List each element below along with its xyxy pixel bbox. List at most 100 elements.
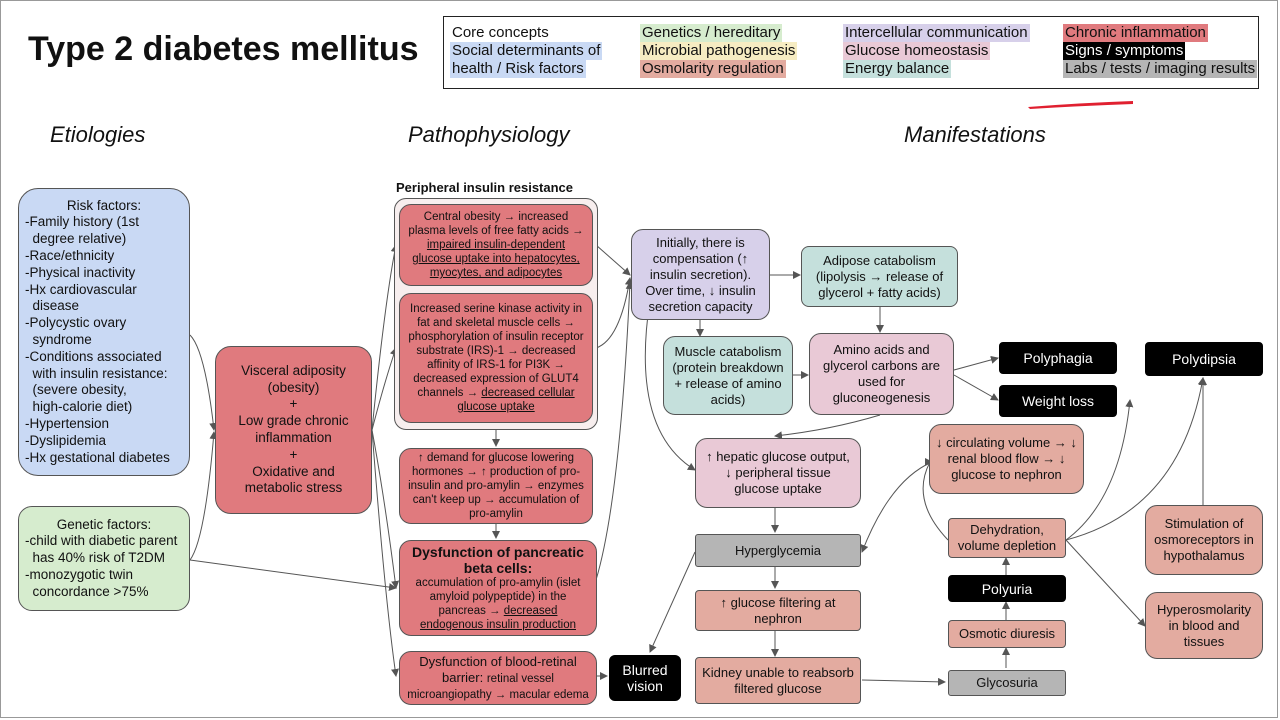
hyperglycemia-box: Hyperglycemia: [695, 534, 861, 567]
list-item: high-calorie diet): [25, 399, 133, 415]
serine-kinase-box: Increased serine kinase activity in fat …: [399, 293, 593, 423]
beta-cell-title: Dysfunction of pancreatic beta cells:: [412, 544, 584, 576]
glucose-filtering-box: ↑ glucose filtering at nephron: [695, 590, 861, 631]
legend-genetics: Genetics / hereditary: [640, 24, 783, 42]
polyphagia-box: Polyphagia: [999, 342, 1117, 374]
serine-kinase-underline: decreased cellular glucose uptake: [457, 387, 575, 413]
visceral-line5: Oxidative and: [252, 463, 335, 479]
legend-social-line1: Social determinants of: [450, 42, 603, 60]
list-item: degree relative): [25, 231, 127, 247]
genetic-factors-title: Genetic factors:: [56, 516, 152, 532]
osmotic-diuresis-box: Osmotic diuresis: [948, 620, 1066, 648]
column-heading-manifestations: Manifestations: [904, 122, 1046, 147]
hyperglycemia-label: Hyperglycemia: [735, 542, 821, 558]
central-obesity-text: Central obesity → increased plasma level…: [408, 211, 584, 237]
retinal-title: Dysfunction of blood-retinal barrier:: [419, 654, 577, 685]
genetic-factors-box: Genetic factors: -child with diabetic pa…: [18, 506, 190, 611]
adipose-catabolism-box: Adipose catabolism (lipolysis → release …: [801, 246, 958, 307]
muscle-catabolism-box: Muscle catabolism (protein breakdown + r…: [663, 336, 793, 415]
genetic-factors-list: -child with diabetic parent has 40% risk…: [25, 533, 183, 600]
dehydration-box: Dehydration, volume depletion: [948, 518, 1066, 558]
list-item: concordance >75%: [25, 583, 149, 599]
polydipsia-label: Polydipsia: [1172, 351, 1236, 367]
list-item: -Conditions associated: [25, 348, 162, 364]
list-item: -monozygotic twin: [25, 566, 134, 582]
glucose-filtering-text: ↑ glucose filtering at nephron: [720, 594, 836, 626]
risk-factors-list: -Family history (1st degree relative)-Ra…: [25, 214, 183, 466]
polydipsia-box: Polydipsia: [1145, 342, 1263, 376]
legend-signs: Signs / symptoms: [1063, 42, 1186, 60]
serine-kinase-text: Increased serine kinase activity in fat …: [408, 303, 584, 399]
beta-cell-dysfunction-box: Dysfunction of pancreatic beta cells: ac…: [399, 540, 597, 636]
osmotic-diuresis-text: Osmotic diuresis: [958, 626, 1056, 641]
weight-loss-box: Weight loss: [999, 385, 1117, 417]
hepatic-output-text: ↑ hepatic glucose output, ↓ peripheral t…: [706, 449, 850, 496]
retinal-text: retinal vessel microangiopathy → macular…: [407, 673, 589, 701]
peripheral-insulin-resistance-title: Peripheral insulin resistance: [396, 180, 574, 195]
visceral-line1: Visceral adiposity: [241, 362, 346, 378]
column-heading-etiologies: Etiologies: [50, 122, 146, 147]
polyphagia-label: Polyphagia: [1023, 350, 1093, 366]
beta-cell-text: accumulation of pro-amylin (islet amyloi…: [415, 577, 581, 617]
legend-labs: Labs / tests / imaging results: [1063, 60, 1258, 78]
muscle-catabolism-text: Muscle catabolism (protein breakdown + r…: [672, 343, 784, 407]
weight-loss-label: Weight loss: [1021, 393, 1095, 409]
legend: Core concepts Social determinants of hea…: [443, 16, 1259, 89]
amino-acids-text: Amino acids and glycerol carbons are use…: [822, 342, 941, 405]
polyuria-label: Polyuria: [981, 580, 1033, 597]
decorative-red-stroke: [1028, 101, 1133, 109]
legend-microbial: Microbial pathogenesis: [640, 42, 798, 60]
page-title: Type 2 diabetes mellitus: [28, 30, 419, 68]
risk-factors-title: Risk factors:: [66, 197, 142, 213]
visceral-plus1: +: [289, 396, 298, 412]
list-item: -Hx gestational diabetes: [25, 449, 170, 465]
list-item: (severe obesity,: [25, 382, 127, 398]
circulating-volume-text: ↓ circulating volume → ↓ renal blood flo…: [936, 435, 1077, 482]
list-item: -child with diabetic parent: [25, 533, 178, 549]
hyperosmolarity-text: Hyperosmolarity in blood and tissues: [1157, 601, 1251, 649]
column-heading-pathophysiology: Pathophysiology: [408, 122, 570, 147]
osmoreceptor-stimulation-box: Stimulation of osmoreceptors in hypothal…: [1145, 505, 1263, 575]
list-item: -Hx cardiovascular: [25, 281, 137, 297]
visceral-plus2: +: [289, 446, 298, 462]
list-item: -Race/ethnicity: [25, 248, 115, 264]
list-item: -Family history (1st: [25, 214, 140, 230]
legend-energy: Energy balance: [843, 60, 952, 78]
compensation-box: Initially, there is compensation (↑ insu…: [631, 229, 770, 320]
list-item: -Polycystic ovary: [25, 315, 127, 331]
central-obesity-underline: impaired insulin-dependent glucose uptak…: [412, 239, 580, 279]
visceral-adiposity-box: Visceral adiposity (obesity) + Low grade…: [215, 346, 372, 514]
adipose-catabolism-text: Adipose catabolism (lipolysis → release …: [815, 252, 944, 300]
legend-glucose: Glucose homeostasis: [843, 42, 991, 60]
glycosuria-box: Glycosuria: [948, 670, 1066, 696]
legend-intercellular: Intercellular communication: [843, 24, 1030, 42]
legend-inflammation: Chronic inflammation: [1063, 24, 1208, 42]
central-obesity-box: Central obesity → increased plasma level…: [399, 204, 593, 286]
demand-text: ↑ demand for glucose lowering hormones →…: [408, 452, 584, 520]
visceral-line4: inflammation: [255, 430, 332, 445]
legend-osmolarity: Osmolarity regulation: [640, 60, 786, 78]
list-item: has 40% risk of T2DM: [25, 550, 166, 566]
visceral-line3: Low grade chronic: [238, 413, 349, 429]
visceral-line2: (obesity): [267, 379, 320, 395]
polyuria-box: Polyuria: [948, 575, 1066, 602]
compensation-text: Initially, there is compensation (↑ insu…: [645, 234, 756, 314]
demand-box: ↑ demand for glucose lowering hormones →…: [399, 448, 593, 524]
blurred-vision-label: Blurred vision: [622, 662, 668, 694]
blurred-vision-box: Blurred vision: [609, 655, 681, 701]
list-item: -Physical inactivity: [25, 264, 136, 280]
hepatic-output-box: ↑ hepatic glucose output, ↓ peripheral t…: [695, 438, 861, 508]
dehydration-text: Dehydration, volume depletion: [957, 522, 1057, 553]
list-item: disease: [25, 298, 80, 314]
list-item: syndrome: [25, 332, 92, 347]
amino-acids-box: Amino acids and glycerol carbons are use…: [809, 333, 954, 415]
risk-factors-box: Risk factors: -Family history (1st degre…: [18, 188, 190, 476]
legend-core: Core concepts: [452, 24, 549, 41]
legend-social-line2: health / Risk factors: [450, 60, 586, 78]
visceral-line6: metabolic stress: [244, 480, 343, 496]
blood-retinal-barrier-box: Dysfunction of blood-retinal barrier: re…: [399, 651, 597, 705]
beta-cell-underline: decreased endogenous insulin production: [419, 605, 576, 631]
glycosuria-label: Glycosuria: [976, 675, 1038, 690]
hyperosmolarity-box: Hyperosmolarity in blood and tissues: [1145, 592, 1263, 659]
